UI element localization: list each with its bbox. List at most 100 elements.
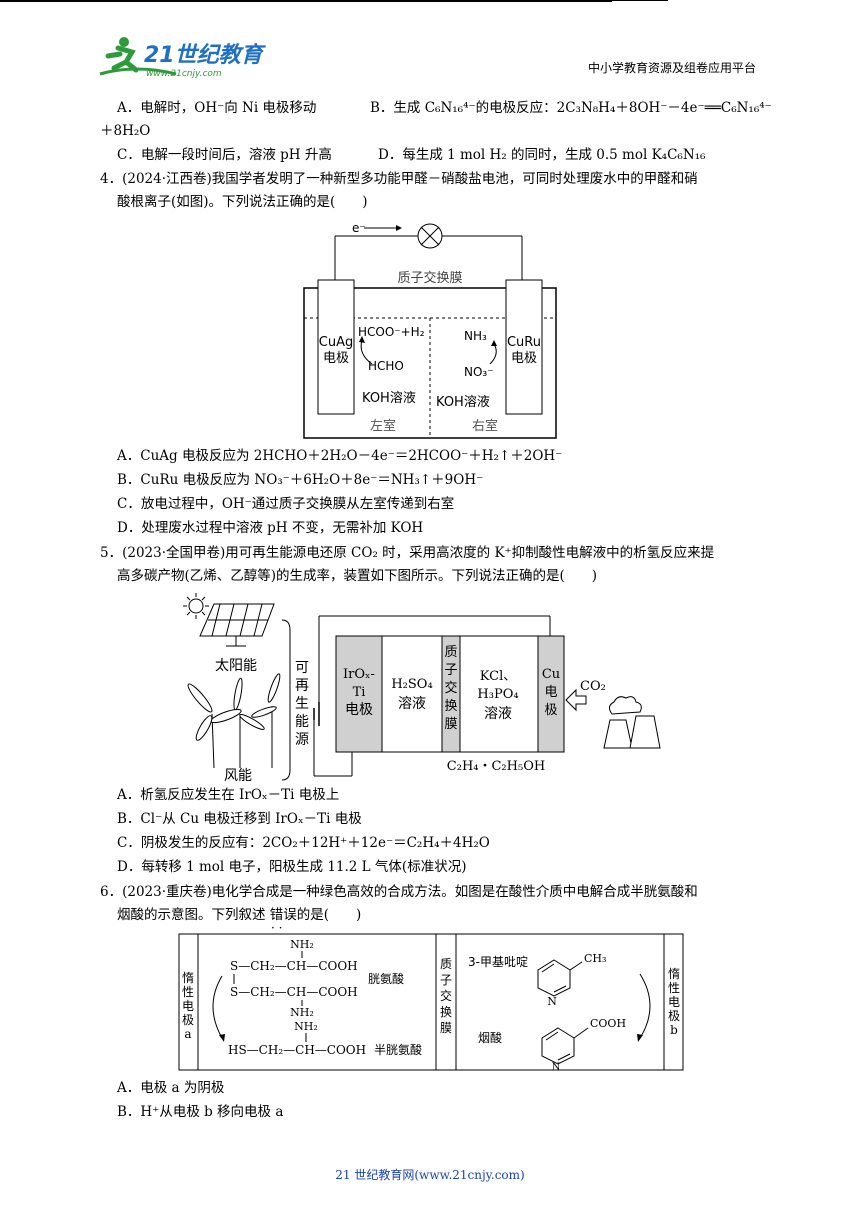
curu-electrode (505, 279, 543, 415)
svg-text:再: 再 (295, 678, 309, 694)
svg-text:交: 交 (440, 988, 452, 1003)
q5-option-d: D．每转移 1 mol 电子，阳极生成 11.2 L 气体(标准状况) (117, 859, 467, 875)
cuag-electrode (317, 279, 355, 415)
co2-arrow-icon (565, 688, 587, 712)
electrode-b-label: 惰 性 电 极 b (668, 967, 680, 1037)
q4-stem-line1: 4．(2024·江西卷)我国学者发明了一种新型多功能甲醛－硝酸盐电池，可同时处理… (100, 171, 698, 187)
runner-icon (99, 37, 177, 76)
ch3-label: CH₃ (584, 952, 606, 965)
n-atom-1: N (547, 995, 557, 1008)
q4-stem-line2: 酸根离子(如图)。下列说法正确的是( ) (117, 194, 368, 210)
svg-text:性: 性 (668, 981, 680, 995)
q6-stem-line2: 烟酸的示意图。下列叙述 错误的是( ) (117, 907, 362, 923)
cystine-chain-1: S—CH₂—CH—COOH (230, 959, 358, 973)
svg-text:子: 子 (440, 973, 452, 987)
electron-label: e⁻ (352, 221, 366, 235)
nh2-mid: NH₂ (290, 1006, 314, 1019)
proton-membrane (441, 635, 461, 753)
wind-label: 风能 (224, 768, 252, 784)
svg-text:生: 生 (295, 696, 309, 712)
iro-ti-electrode (335, 635, 383, 753)
svg-text:质: 质 (440, 957, 452, 971)
q4-option-b: B．CuRu 电极反应为 NO₃⁻＋6H₂O＋8e⁻＝NH₃↑＋9OH⁻ (117, 472, 484, 488)
membrane-label: 质 子 交 换 膜 (440, 957, 452, 1035)
nicotinic-label: 烟酸 (478, 1030, 502, 1045)
formate-label: HCOO⁻+H₂ (358, 325, 425, 339)
logo-url: www.21cnjy.com (146, 69, 222, 79)
svg-text:能: 能 (295, 714, 309, 730)
q5-stem-line2: 高多碳产物(乙烯、乙醇等)的生成率，装置如下图所示。下列说法正确的是( ) (117, 568, 598, 584)
anode-label-1: IrOₓ- (343, 667, 375, 682)
svg-text:交: 交 (444, 680, 457, 696)
cathode-label-2: 电 (544, 685, 557, 700)
svg-text:惰: 惰 (668, 967, 680, 981)
cell-container (303, 287, 557, 439)
nh2-bottom: NH₂ (294, 1020, 318, 1033)
pyridine-ring-icon (537, 959, 583, 997)
methylpyridine-label: 3-甲基吡啶 (468, 955, 528, 969)
svg-text:膜: 膜 (444, 717, 457, 732)
footer-divider (0, 1, 612, 2)
svg-text:电: 电 (668, 995, 680, 1009)
svg-text:惰: 惰 (182, 971, 194, 985)
q6-synthesis-diagram: 惰 性 电 极 a 惰 性 电 极 b 质 子 交 换 膜 NH₂ S—CH₂—… (178, 933, 684, 1072)
svg-text:膜: 膜 (440, 1021, 452, 1035)
svg-text:换: 换 (444, 699, 457, 714)
svg-text:极: 极 (668, 1009, 680, 1023)
cystine-chain-2: S—CH₂—CH—COOH (230, 985, 358, 999)
q4-option-d: D．处理废水过程中溶液 pH 不变，无需补加 KOH (117, 520, 424, 536)
left-room-label: 左室 (370, 418, 396, 434)
sun-icon (183, 593, 209, 619)
koh-right: KOH溶液 (436, 395, 490, 410)
svg-text:可: 可 (295, 660, 309, 676)
q4-option-c: C．放电过程中，OH⁻通过质子交换膜从左室传递到右室 (117, 496, 455, 512)
svg-text:质: 质 (444, 645, 457, 660)
co2-label: CO₂ (580, 679, 606, 694)
site-logo: 21世纪教育 www.21cnjy.com (96, 34, 267, 82)
cysteine-label: 半胱氨酸 (374, 1042, 422, 1057)
solar-label: 太阳能 (215, 658, 257, 674)
cooh-label: COOH (590, 1017, 626, 1030)
footer-link[interactable]: 21 世纪教育网(www.21cnjy.com) (335, 1168, 525, 1182)
products-label: C₂H₄・C₂H₅OH (447, 759, 545, 774)
q3-option-b: B．生成 C₆N₁₆⁴⁻的电极反应：2C₃N₈H₄＋8OH⁻－4e⁻══C₆N₁… (370, 100, 772, 116)
q5-option-c: C．阴极发生的反应有：2CO₂＋12H⁺＋12e⁻＝C₂H₄＋4H₂O (117, 835, 490, 851)
cathode-label-1: Cu (542, 667, 560, 682)
curu-label-2: 电极 (511, 351, 537, 366)
pyridine-ring-icon-2 (541, 1027, 589, 1065)
q4-battery-diagram: e⁻ 质子交换膜 CuAg 电极 CuRu 电极 HCOO⁻+H₂ HCHO N… (303, 221, 557, 439)
svg-text:性: 性 (182, 985, 194, 999)
emphasis-dots: · · (271, 921, 283, 935)
cystine-label: 胱氨酸 (368, 971, 404, 986)
membrane-label: 质 子 交 换 膜 (444, 645, 457, 732)
solar-panel-icon (199, 603, 275, 647)
q4-option-a: A．CuAg 电极反应为 2HCHO＋2H₂O－4e⁻＝2HCOO⁻＋H₂↑＋2… (117, 448, 563, 464)
site-tagline: 中小学教育资源及组卷应用平台 (587, 61, 756, 75)
koh-left: KOH溶液 (362, 391, 416, 406)
anode-label-2: Ti (353, 685, 366, 700)
right-room-label: 右室 (472, 418, 498, 434)
hcho-label: HCHO (368, 359, 404, 373)
q3-option-c: C．电解一段时间后，溶液 pH 升高 (117, 147, 332, 163)
factory-icon (603, 696, 661, 749)
cu-electrode (537, 635, 565, 753)
h2so4-label: H₂SO₄ (391, 677, 432, 692)
svg-text:a: a (184, 1027, 191, 1041)
q5-option-b: B．Cl⁻从 Cu 电极迁移到 IrOₓ－Ti 电极 (117, 811, 362, 827)
cuag-label-2: 电极 (323, 351, 349, 366)
membrane-label: 质子交换膜 (397, 270, 462, 286)
n-atom-2: N (552, 1062, 561, 1072)
cysteine-chain: HS—CH₂—CH—COOH (228, 1043, 366, 1057)
q5-stem-line1: 5．(2023·全国甲卷)用可再生能源电还原 CO₂ 时，采用高浓度的 K⁺抑制… (100, 545, 715, 561)
wind-turbine-icon (187, 673, 281, 769)
q6-option-a: A．电极 a 为阴极 (117, 1080, 225, 1096)
svg-text:b: b (670, 1023, 678, 1037)
h2so4-sol-label: 溶液 (398, 696, 426, 712)
kcl-label: KCl、 (480, 669, 516, 684)
q3-option-a: A．电解时，OH⁻向 Ni 电极移动 (117, 100, 317, 116)
svg-text:子: 子 (444, 663, 457, 678)
right-sol-label: 溶液 (484, 706, 512, 722)
svg-text:源: 源 (295, 732, 309, 748)
logo-text: 21世纪教育 (144, 42, 266, 68)
svg-text:电: 电 (182, 999, 194, 1013)
